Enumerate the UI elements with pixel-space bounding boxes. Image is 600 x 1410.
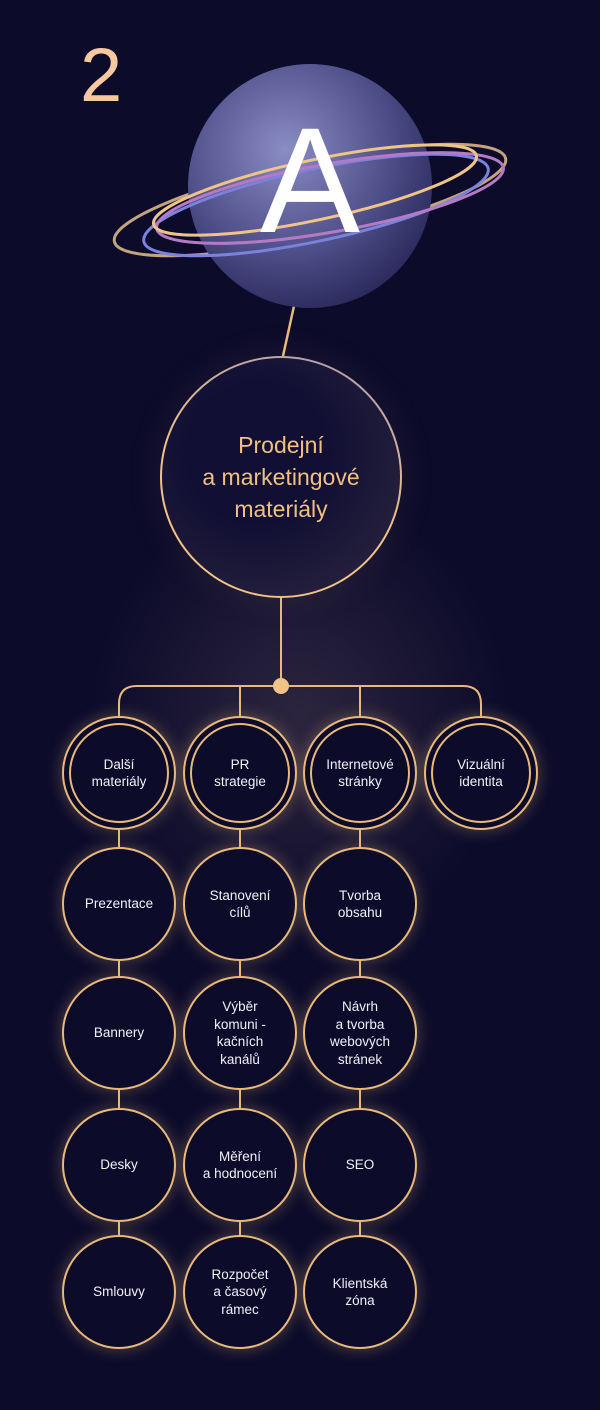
item-node: SEO (303, 1108, 417, 1222)
node-label: Vizuální identita (457, 756, 505, 790)
node-label: SEO (345, 1157, 375, 1173)
logo-letter: A (260, 96, 360, 264)
node-label: Desky (100, 1157, 138, 1173)
category-node: Vizuální identita (424, 716, 538, 830)
item-node: Smlouvy (62, 1235, 176, 1349)
planet-icon (188, 64, 432, 308)
item-node: Měření a hodnocení (183, 1108, 297, 1222)
node-label: Měření a hodnocení (202, 1148, 278, 1182)
item-node: Tvorba obsahu (303, 847, 417, 961)
item-node: Návrh a tvorba webových stránek (303, 976, 417, 1090)
item-node: Prezentace (62, 847, 176, 961)
node-label: Další materiály (91, 756, 147, 790)
item-node: Výběr komuni - kačních kanálů (183, 976, 297, 1090)
item-node: Desky (62, 1108, 176, 1222)
node-label: PR strategie (214, 756, 266, 790)
bus-line (118, 685, 482, 716)
node-label: Rozpočet a časový rámec (211, 1266, 269, 1317)
main-topic-node: Prodejní a marketingové materiály (160, 356, 402, 598)
category-node: PR strategie (183, 716, 297, 830)
main-topic-label: Prodejní a marketingové materiály (202, 432, 360, 522)
item-node: Stanovení cílů (183, 847, 297, 961)
section-number: 2 (80, 33, 123, 118)
item-node: Rozpočet a časový rámec (183, 1235, 297, 1349)
node-label: Výběr komuni - kačních kanálů (214, 999, 266, 1067)
category-node: Další materiály (62, 716, 176, 830)
node-label: Stanovení cílů (209, 887, 271, 921)
node-label: Smlouvy (93, 1284, 145, 1300)
junction-dot (273, 678, 289, 694)
node-label: Tvorba obsahu (337, 887, 383, 921)
node-label: Internetové stránky (326, 756, 394, 790)
node-label: Prezentace (84, 896, 154, 912)
node-label: Klientská zóna (332, 1275, 388, 1309)
item-node: Bannery (62, 976, 176, 1090)
node-label: Návrh a tvorba webových stránek (329, 999, 391, 1067)
category-node: Internetové stránky (303, 716, 417, 830)
planet-logo: A (112, 64, 508, 308)
item-node: Klientská zóna (303, 1235, 417, 1349)
planet-connector (281, 305, 296, 357)
node-label: Bannery (93, 1025, 145, 1041)
